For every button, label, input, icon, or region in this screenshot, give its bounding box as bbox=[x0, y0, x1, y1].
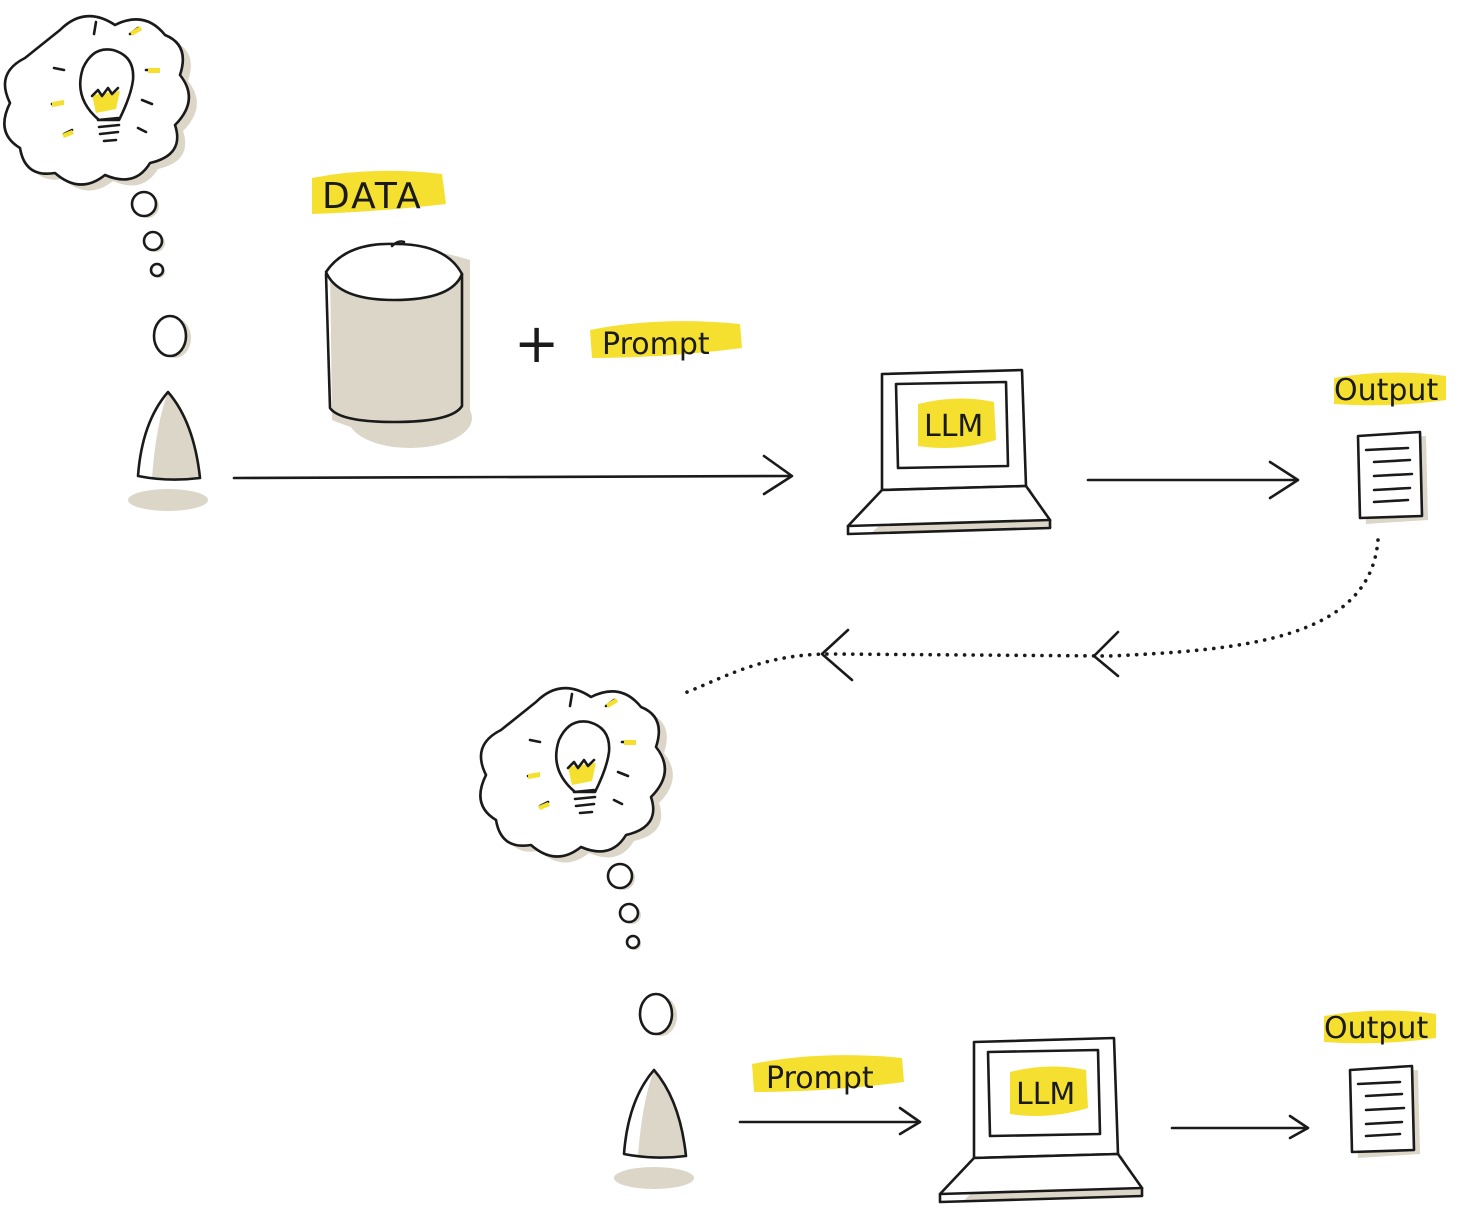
laptop-icon: LLM bbox=[938, 1036, 1144, 1204]
arrow-right-icon bbox=[232, 454, 794, 496]
dotted-feedback-arrow-icon bbox=[680, 538, 1380, 696]
arrow-right-icon bbox=[1170, 1114, 1310, 1140]
prompt-bottom-text: Prompt bbox=[766, 1061, 874, 1096]
output-label-top: Output bbox=[1334, 372, 1446, 408]
data-label-text: DATA bbox=[322, 176, 423, 217]
output-top-text: Output bbox=[1334, 373, 1438, 408]
person-icon bbox=[128, 314, 208, 511]
arrow-right-icon bbox=[1086, 460, 1300, 500]
prompt-label-bottom: Prompt bbox=[752, 1055, 904, 1096]
arrow-right-icon bbox=[738, 1106, 922, 1136]
document-icon bbox=[1348, 1064, 1420, 1158]
llm-top-text: LLM bbox=[924, 409, 983, 444]
person-icon bbox=[614, 992, 694, 1189]
prompt-top-text: Prompt bbox=[602, 327, 710, 362]
database-cylinder-icon bbox=[324, 240, 472, 448]
data-label: DATA bbox=[312, 170, 446, 217]
plus-text: + bbox=[514, 312, 559, 375]
prompt-label-top: Prompt bbox=[590, 321, 742, 362]
document-icon bbox=[1356, 430, 1428, 524]
output-label-bottom: Output bbox=[1324, 1010, 1436, 1046]
lightbulb-thought-icon bbox=[3, 14, 197, 278]
output-bottom-text: Output bbox=[1324, 1011, 1428, 1046]
llm-bottom-text: LLM bbox=[1016, 1077, 1075, 1112]
plus-sign: + bbox=[514, 312, 559, 375]
lightbulb-thought-icon bbox=[479, 686, 673, 950]
laptop-icon: LLM bbox=[846, 368, 1052, 536]
